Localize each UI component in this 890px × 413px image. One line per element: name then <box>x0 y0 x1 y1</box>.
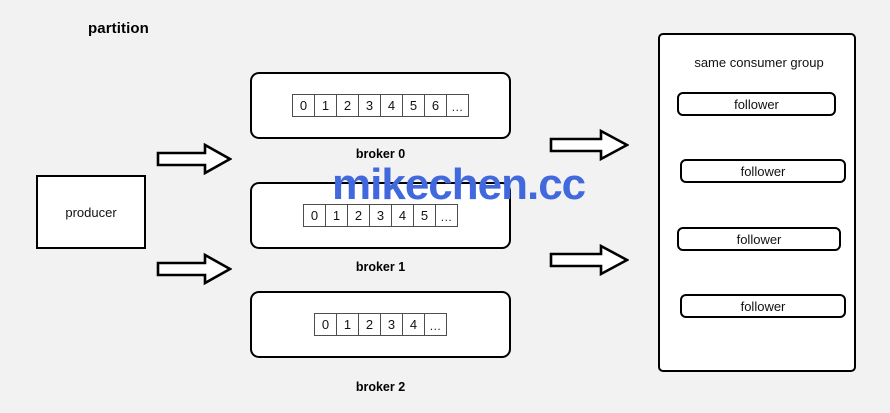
page-title: partition <box>88 20 149 37</box>
consumer-follower-0[interactable]: follower <box>677 92 836 116</box>
producer-node[interactable]: producer <box>36 175 146 249</box>
consumer-follower-label: follower <box>740 163 786 179</box>
arrow-broker-to-consumergroup-bottom <box>549 243 629 277</box>
partition-cell: 0 <box>293 94 315 117</box>
partition-cell: 2 <box>359 313 381 336</box>
arrow-broker-to-consumergroup-top <box>549 128 629 162</box>
partition-cell: 2 <box>337 94 359 117</box>
consumer-group-panel: same consumer group follower follower fo… <box>658 33 856 372</box>
partition-cell: 5 <box>403 94 425 117</box>
partition-cell: 5 <box>414 204 436 227</box>
partition-cell: 1 <box>315 94 337 117</box>
partition-cell: 0 <box>315 313 337 336</box>
consumer-follower-3[interactable]: follower <box>680 294 846 318</box>
partition-cell-more: ... <box>436 204 458 227</box>
partition-cell: 6 <box>425 94 447 117</box>
partition-cells-1: 0 1 2 3 4 5 ... <box>303 204 458 227</box>
consumer-follower-2[interactable]: follower <box>677 227 841 251</box>
arrow-producer-to-broker0 <box>156 142 232 176</box>
partition-cell: 4 <box>403 313 425 336</box>
partition-cell-more: ... <box>447 94 469 117</box>
producer-label: producer <box>65 204 117 220</box>
broker-node-0[interactable]: 0 1 2 3 4 5 6 ... <box>250 72 511 139</box>
partition-cells-0: 0 1 2 3 4 5 6 ... <box>292 94 469 117</box>
partition-cell: 1 <box>337 313 359 336</box>
partition-cell: 0 <box>304 204 326 227</box>
consumer-follower-label: follower <box>740 298 786 314</box>
consumer-follower-label: follower <box>734 96 779 112</box>
partition-cell-more: ... <box>425 313 447 336</box>
broker-label-2: broker 2 <box>355 380 406 394</box>
broker-label-0: broker 0 <box>355 147 406 161</box>
consumer-follower-label: follower <box>736 231 782 247</box>
arrow-right-icon <box>549 128 629 162</box>
partition-cell: 3 <box>381 313 403 336</box>
arrow-producer-to-broker2 <box>156 252 232 286</box>
partition-cell: 2 <box>348 204 370 227</box>
broker-node-2[interactable]: 0 1 2 3 4 ... <box>250 291 511 358</box>
partition-cells-2: 0 1 2 3 4 ... <box>314 313 447 336</box>
partition-cell: 4 <box>392 204 414 227</box>
consumer-follower-1[interactable]: follower <box>680 159 846 183</box>
partition-cell: 4 <box>381 94 403 117</box>
arrow-right-icon <box>156 142 232 176</box>
partition-cell: 3 <box>359 94 381 117</box>
arrow-right-icon <box>549 243 629 277</box>
consumer-group-title: same consumer group <box>694 55 824 70</box>
broker-node-1[interactable]: 0 1 2 3 4 5 ... <box>250 182 511 249</box>
partition-cell: 3 <box>370 204 392 227</box>
partition-cell: 1 <box>326 204 348 227</box>
arrow-right-icon <box>156 252 232 286</box>
broker-label-1: broker 1 <box>355 260 406 274</box>
